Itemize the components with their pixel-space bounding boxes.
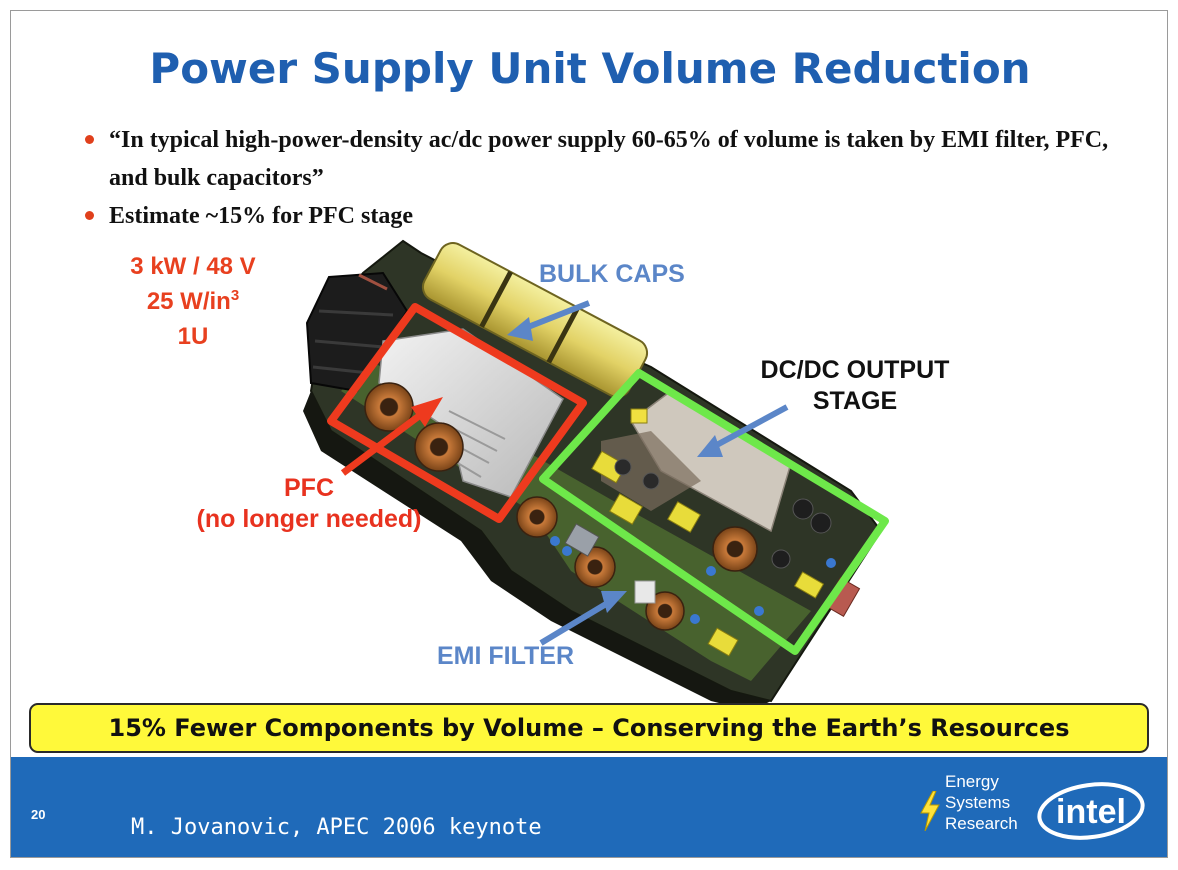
emi-inductor — [574, 546, 616, 588]
slide-title: Power Supply Unit Volume Reduction — [149, 44, 1031, 93]
pfc-label: PFC (no longer needed) — [179, 473, 439, 535]
bullet-list: “In typical high-power-density ac/dc pow… — [83, 121, 1123, 235]
bullet-dot-icon — [85, 135, 94, 144]
yellow-capacitor — [667, 501, 701, 533]
emi-filter-label: EMI FILTER — [437, 642, 575, 670]
bulk-caps-arrow — [507, 300, 591, 341]
yellow-capacitor — [707, 627, 739, 657]
pfc-label-line1: PFC — [284, 474, 334, 502]
bullet-item: Estimate ~15% for PFC stage — [83, 197, 1123, 235]
intel-logo-text: intel — [1056, 793, 1126, 831]
emi-filter-arrow — [539, 591, 627, 646]
dcdc-outline — [539, 369, 889, 655]
spec-height: 1U — [177, 323, 209, 350]
spec-density: 25 W/in3 — [103, 284, 283, 319]
bulk-caps-label: BULK CAPS — [539, 260, 685, 288]
emi-inductor — [516, 496, 558, 538]
bullet-item: “In typical high-power-density ac/dc pow… — [83, 121, 1123, 197]
lightning-bolt-icon — [920, 791, 940, 831]
org-line: Energy — [945, 772, 999, 791]
psu-photo — [303, 239, 889, 711]
yellow-capacitor — [609, 493, 643, 525]
emi-relay — [634, 580, 656, 604]
yellow-capacitor — [793, 571, 825, 599]
yellow-capacitor — [630, 408, 648, 424]
bullet-text: “In typical high-power-density ac/dc pow… — [109, 127, 1109, 191]
page-number: 20 — [31, 807, 46, 822]
bullet-text: Estimate ~15% for PFC stage — [109, 203, 413, 229]
org-name: Energy Systems Research — [945, 771, 1035, 834]
pfc-inductor — [414, 422, 464, 472]
intel-logo: intel — [1037, 782, 1145, 840]
bullet-dot-icon — [85, 211, 94, 220]
psu-specs: 3 kW / 48 V 25 W/in3 1U — [103, 249, 283, 354]
spec-density-exponent: 3 — [230, 287, 240, 304]
dcdc-label-line1: DC/DC OUTPUT — [760, 356, 950, 384]
spec-power: 3 kW / 48 V — [130, 253, 256, 280]
dcdc-arrow — [697, 404, 789, 457]
dcdc-output-label: DC/DC OUTPUT STAGE — [735, 355, 975, 417]
pfc-label-line2: (no longer needed) — [196, 505, 422, 533]
spec-density-value: 25 W/in — [146, 288, 231, 315]
summary-banner: 15% Fewer Components by Volume – Conserv… — [29, 703, 1149, 753]
org-line: Research — [945, 814, 1018, 833]
pfc-arrow — [340, 397, 443, 476]
slide: Power Supply Unit Volume Reduction “In t… — [10, 10, 1168, 858]
pfc-outline — [327, 303, 587, 523]
dcdc-inductor — [712, 526, 758, 572]
dcdc-label-line2: STAGE — [812, 387, 898, 415]
org-line: Systems — [945, 793, 1011, 812]
footer-bar: 20 M. Jovanovic, APEC 2006 keynote Energ… — [11, 757, 1167, 857]
citation-text: M. Jovanovic, APEC 2006 keynote — [131, 815, 542, 840]
